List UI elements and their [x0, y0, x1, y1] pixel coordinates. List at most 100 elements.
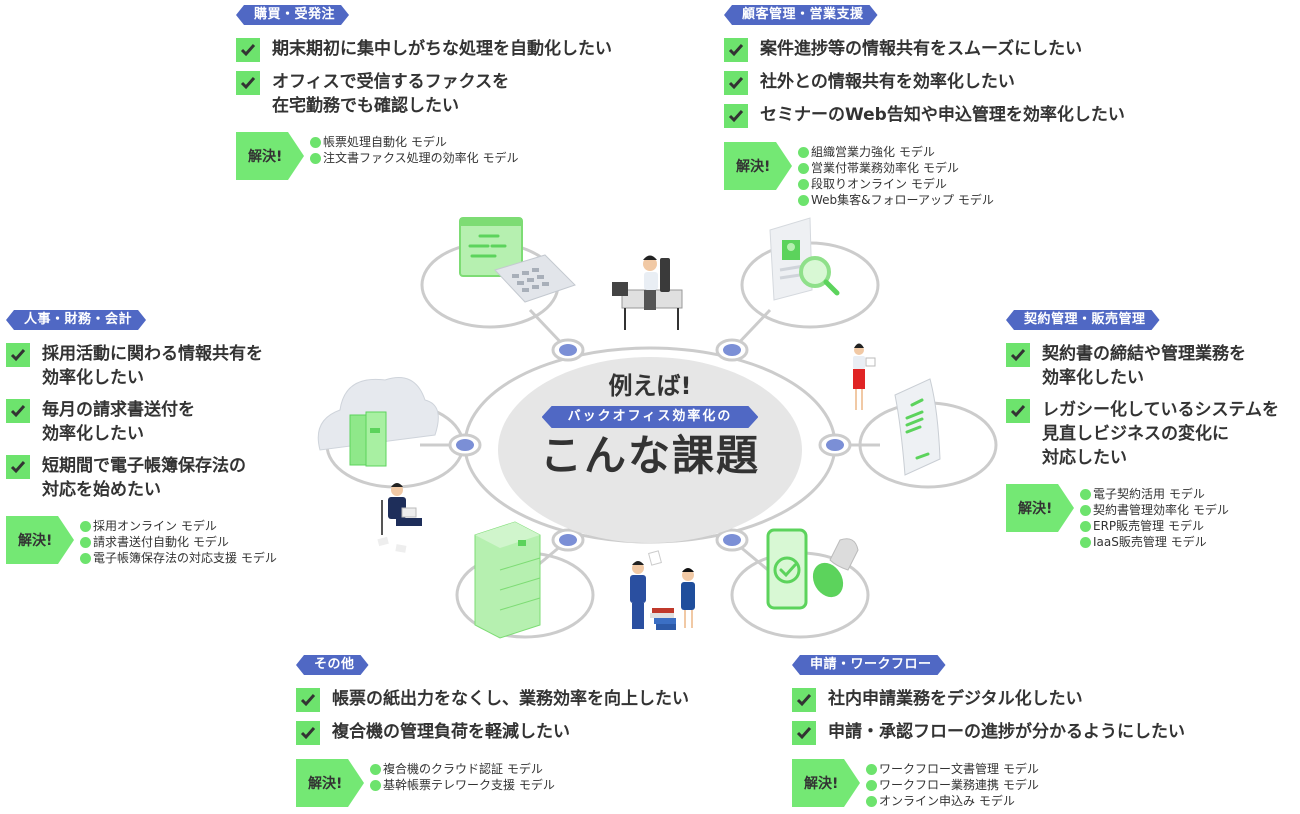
center-title: こんな課題 — [539, 431, 760, 480]
issue-item: 毎月の請求書送付を 効率化したい — [6, 398, 277, 446]
solution-item[interactable]: ワークフロー業務連携 モデル — [866, 777, 1039, 793]
solution-item[interactable]: Web集客&フォローアップ モデル — [798, 192, 994, 208]
checkmark-icon — [792, 721, 816, 745]
category-tag: 購買・受発注 — [236, 5, 349, 25]
solution-section: 解決! 帳票処理自動化 モデル 注文書ファクス処理の効率化 モデル — [236, 132, 612, 180]
troubled-man-illustration — [377, 483, 422, 553]
bullet-dot-icon — [310, 152, 321, 164]
solution-section: 解決! 複合機のクラウド認証 モデル 基幹帳票テレワーク支援 モデル — [296, 759, 689, 807]
solution-list: 複合機のクラウド認証 モデル 基幹帳票テレワーク支援 モデル — [370, 761, 555, 793]
business-meeting-illustration — [630, 550, 695, 630]
checkmark-icon — [724, 71, 748, 95]
solution-item[interactable]: ワークフロー文書管理 モデル — [866, 761, 1039, 777]
solution-section: 解決! 採用オンライン モデル 請求書送付自動化 モデル 電子帳簿保存法の対応支… — [6, 516, 277, 566]
solution-item[interactable]: 基幹帳票テレワーク支援 モデル — [370, 777, 555, 793]
solution-item[interactable]: 請求書送付自動化 モデル — [80, 534, 277, 550]
checkmark-icon — [236, 71, 260, 95]
contract-document-illustration — [894, 378, 941, 476]
bullet-dot-icon — [1080, 488, 1091, 500]
bullet-dot-icon — [310, 136, 321, 148]
issue-item: 案件進捗等の情報共有をスムーズにしたい — [724, 37, 1125, 62]
bullet-dot-icon — [798, 162, 809, 174]
category-hr: 人事・財務・会計 採用活動に関わる情報共有を 効率化したい 毎月の請求書送付を … — [6, 308, 277, 566]
solution-list: 電子契約活用 モデル 契約書管理効率化 モデル ERP販売管理 モデル IaaS… — [1080, 486, 1229, 550]
checkmark-icon — [6, 455, 30, 479]
solution-badge: 解決! — [6, 516, 74, 564]
category-crm: 顧客管理・営業支援 案件進捗等の情報共有をスムーズにしたい 社外との情報共有を効… — [724, 3, 1125, 208]
issue-list: 期末期初に集中しがちな処理を自動化したい オフィスで受信するファクスを 在宅勤務… — [236, 37, 612, 118]
solution-item[interactable]: 電子帳簿保存法の対応支援 モデル — [80, 550, 277, 566]
solution-item[interactable]: 営業付帯業務効率化 モデル — [798, 160, 994, 176]
category-tag: その他 — [296, 655, 369, 675]
center-lead: 例えば! — [608, 372, 692, 400]
solution-item[interactable]: オンライン申込み モデル — [866, 793, 1039, 809]
category-tag: 申請・ワークフロー — [792, 655, 946, 675]
bullet-dot-icon — [80, 520, 91, 532]
solution-badge: 解決! — [792, 759, 860, 807]
solution-item[interactable]: 契約書管理効率化 モデル — [1080, 502, 1229, 518]
solution-badge: 解決! — [1006, 484, 1074, 532]
solution-list: ワークフロー文書管理 モデル ワークフロー業務連携 モデル オンライン申込み モ… — [866, 761, 1039, 809]
solution-list: 組織営業力強化 モデル 営業付帯業務効率化 モデル 段取りオンライン モデル W… — [798, 144, 994, 208]
category-contract: 契約管理・販売管理 契約書の締結や管理業務を 効率化したい レガシー化しているシ… — [1006, 308, 1279, 550]
bullet-dot-icon — [80, 536, 91, 548]
solution-item[interactable]: 段取りオンライン モデル — [798, 176, 994, 192]
bullet-dot-icon — [866, 779, 877, 791]
solution-badge: 解決! — [724, 142, 792, 190]
checkmark-icon — [724, 38, 748, 62]
issue-list: 帳票の紙出力をなくし、業務効率を向上したい 複合機の管理負荷を軽減したい — [296, 687, 689, 745]
checkmark-icon — [6, 343, 30, 367]
solution-section: 解決! 組織営業力強化 モデル 営業付帯業務効率化 モデル 段取りオンライン モ… — [724, 142, 1125, 208]
solution-item[interactable]: ERP販売管理 モデル — [1080, 518, 1229, 534]
checkmark-icon — [296, 721, 320, 745]
center-ellipse — [498, 357, 802, 543]
solution-section: 解決! 電子契約活用 モデル 契約書管理効率化 モデル ERP販売管理 モデル … — [1006, 484, 1279, 550]
issue-list: 採用活動に関わる情報共有を 効率化したい 毎月の請求書送付を 効率化したい 短期… — [6, 342, 277, 502]
bullet-dot-icon — [1080, 520, 1091, 532]
issue-item: 社外との情報共有を効率化したい — [724, 70, 1125, 95]
issue-item: 帳票の紙出力をなくし、業務効率を向上したい — [296, 687, 689, 712]
checkmark-icon — [792, 688, 816, 712]
bullet-dot-icon — [1080, 504, 1091, 516]
bullet-dot-icon — [798, 194, 809, 206]
center-sub-tag: バックオフィス効率化の — [542, 406, 759, 428]
checkmark-icon — [236, 38, 260, 62]
issue-item: 申請・承認フローの進捗が分かるようにしたい — [792, 720, 1185, 745]
bullet-dot-icon — [866, 763, 877, 775]
center-diagram: 例えば! バックオフィス効率化の こんな課題 — [300, 200, 1000, 650]
solution-item[interactable]: 注文書ファクス処理の効率化 モデル — [310, 150, 518, 166]
issue-item: 契約書の締結や管理業務を 効率化したい — [1006, 342, 1279, 390]
person-at-desk-illustration — [612, 255, 683, 330]
solution-section: 解決! ワークフロー文書管理 モデル ワークフロー業務連携 モデル オンライン申… — [792, 759, 1185, 809]
solution-item[interactable]: IaaS販売管理 モデル — [1080, 534, 1229, 550]
bullet-dot-icon — [798, 146, 809, 158]
issue-item: オフィスで受信するファクスを 在宅勤務でも確認したい — [236, 70, 612, 118]
checkmark-icon — [724, 104, 748, 128]
checkmark-icon — [1006, 343, 1030, 367]
solution-list: 帳票処理自動化 モデル 注文書ファクス処理の効率化 モデル — [310, 134, 518, 166]
issue-item: レガシー化しているシステムを 見直しビジネスの変化に 対応したい — [1006, 398, 1279, 470]
smartphone-stamp-illustration — [766, 528, 859, 610]
solution-badge: 解決! — [236, 132, 304, 180]
solution-item[interactable]: 複合機のクラウド認証 モデル — [370, 761, 555, 777]
multifunction-printer-illustration — [474, 521, 541, 639]
category-purchasing: 購買・受発注 期末期初に集中しがちな処理を自動化したい オフィスで受信するファク… — [236, 3, 612, 180]
solution-item[interactable]: 帳票処理自動化 モデル — [310, 134, 518, 150]
bullet-dot-icon — [798, 178, 809, 190]
checkmark-icon — [1006, 399, 1030, 423]
solution-item[interactable]: 採用オンライン モデル — [80, 518, 277, 534]
cloud-binders-illustration — [317, 377, 439, 467]
calculator-window-illustration — [459, 217, 576, 303]
issue-item: 採用活動に関わる情報共有を 効率化したい — [6, 342, 277, 390]
checkmark-icon — [6, 399, 30, 423]
issue-list: 社内申請業務をデジタル化したい 申請・承認フローの進捗が分かるようにしたい — [792, 687, 1185, 745]
bullet-dot-icon — [370, 779, 381, 791]
issue-item: 短期間で電子帳簿保存法の 対応を始めたい — [6, 454, 277, 502]
solution-item[interactable]: 組織営業力強化 モデル — [798, 144, 994, 160]
issue-list: 契約書の締結や管理業務を 効率化したい レガシー化しているシステムを 見直しビジ… — [1006, 342, 1279, 470]
category-tag: 人事・財務・会計 — [6, 310, 146, 330]
solution-item[interactable]: 電子契約活用 モデル — [1080, 486, 1229, 502]
issue-item: セミナーのWeb告知や申込管理を効率化したい — [724, 103, 1125, 128]
solution-badge: 解決! — [296, 759, 364, 807]
woman-with-tablet-illustration — [853, 343, 876, 410]
